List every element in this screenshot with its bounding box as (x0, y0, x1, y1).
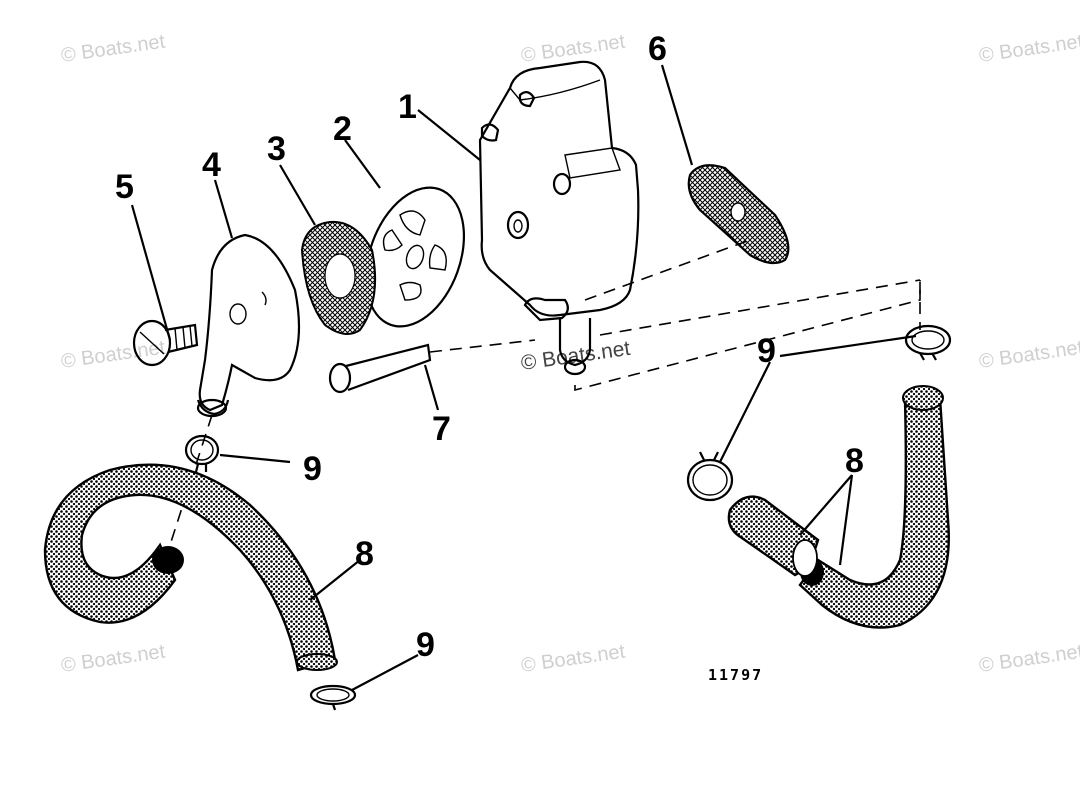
part-4-cover (196, 233, 301, 418)
callout-6: 6 (648, 30, 667, 68)
callout-3: 3 (267, 130, 286, 168)
callout-8-left: 8 (355, 535, 374, 573)
callout-7: 7 (432, 410, 451, 448)
assembly-lines (169, 239, 921, 546)
watermark-text: © Boats.net (60, 31, 167, 67)
callout-8-right: 8 (845, 442, 864, 480)
part-8-hose-right-short (727, 495, 820, 577)
part-9-clamp-right-top (904, 324, 952, 361)
watermark-text: © Boats.net (520, 31, 627, 67)
callout-5: 5 (115, 168, 134, 206)
callout-4: 4 (202, 146, 221, 184)
callout-2: 2 (333, 110, 352, 148)
watermark-text: © Boats.net (519, 337, 631, 375)
watermark-text: © Boats.net (60, 641, 167, 677)
part-5-screw (132, 319, 199, 367)
callout-1: 1 (398, 88, 417, 126)
watermark-text: © Boats.net (978, 31, 1080, 67)
part-9-clamp-right-mid (686, 451, 734, 502)
part-9-clamp-lower (309, 684, 357, 711)
leader-lines (130, 64, 917, 691)
part-1-pump-body (478, 60, 640, 376)
part-9-clamp-upper-left (184, 434, 220, 473)
part-8-hose-right-long (798, 385, 950, 629)
watermark-text: © Boats.net (520, 641, 627, 677)
part-2-plate (364, 186, 466, 328)
reference-number: 11797 (708, 666, 763, 684)
callout-9-bottom: 9 (416, 626, 435, 664)
part-3-screen (300, 220, 377, 335)
part-7-screw (328, 343, 432, 394)
callout-9-right: 9 (757, 332, 776, 370)
part-6-gasket (687, 164, 790, 265)
watermark-text: © Boats.net (978, 337, 1080, 373)
part-8-hose-left (43, 463, 338, 672)
watermark-text: © Boats.net (978, 641, 1080, 677)
callout-numbers: 1 2 3 4 5 6 7 8 8 9 9 9 (115, 30, 864, 664)
callout-9-left: 9 (303, 450, 322, 488)
